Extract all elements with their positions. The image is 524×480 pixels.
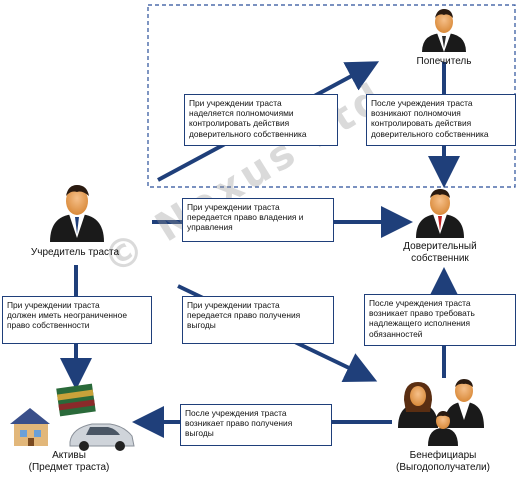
beneficiaries-group-icon [398,379,484,446]
ownership-transfer-box: При учреждении траста передается право в… [182,198,334,242]
benefit-transfer-box: При учреждении траста передается право п… [182,296,334,344]
beneficiary-demand-box: После учреждения траста возникает право … [364,294,516,346]
founder-person-icon [50,185,104,242]
assets-label: Активы (Предмет траста) [28,450,110,473]
trustee-label: Попечитель [416,56,472,67]
beneficiaries-label: Бенефициары (Выгодополучатели) [396,450,490,473]
trustee-power-box: При учреждении траста наделяется полномо… [184,94,338,146]
trustee-person-icon [422,9,466,52]
founder-right-box: При учреждении траста должен иметь неогр… [2,296,152,344]
founder-label: Учредитель траста [30,247,120,258]
car-icon [69,423,135,451]
manager-person-icon [416,189,464,238]
trustee-after-box: После учреждения траста возникают полном… [366,94,516,146]
manager-label: Доверительный собственник [403,241,477,264]
money-stack-icon [56,383,96,417]
house-icon [10,408,50,446]
beneficiary-benefit-box: После учреждения траста возникает право … [180,404,332,446]
